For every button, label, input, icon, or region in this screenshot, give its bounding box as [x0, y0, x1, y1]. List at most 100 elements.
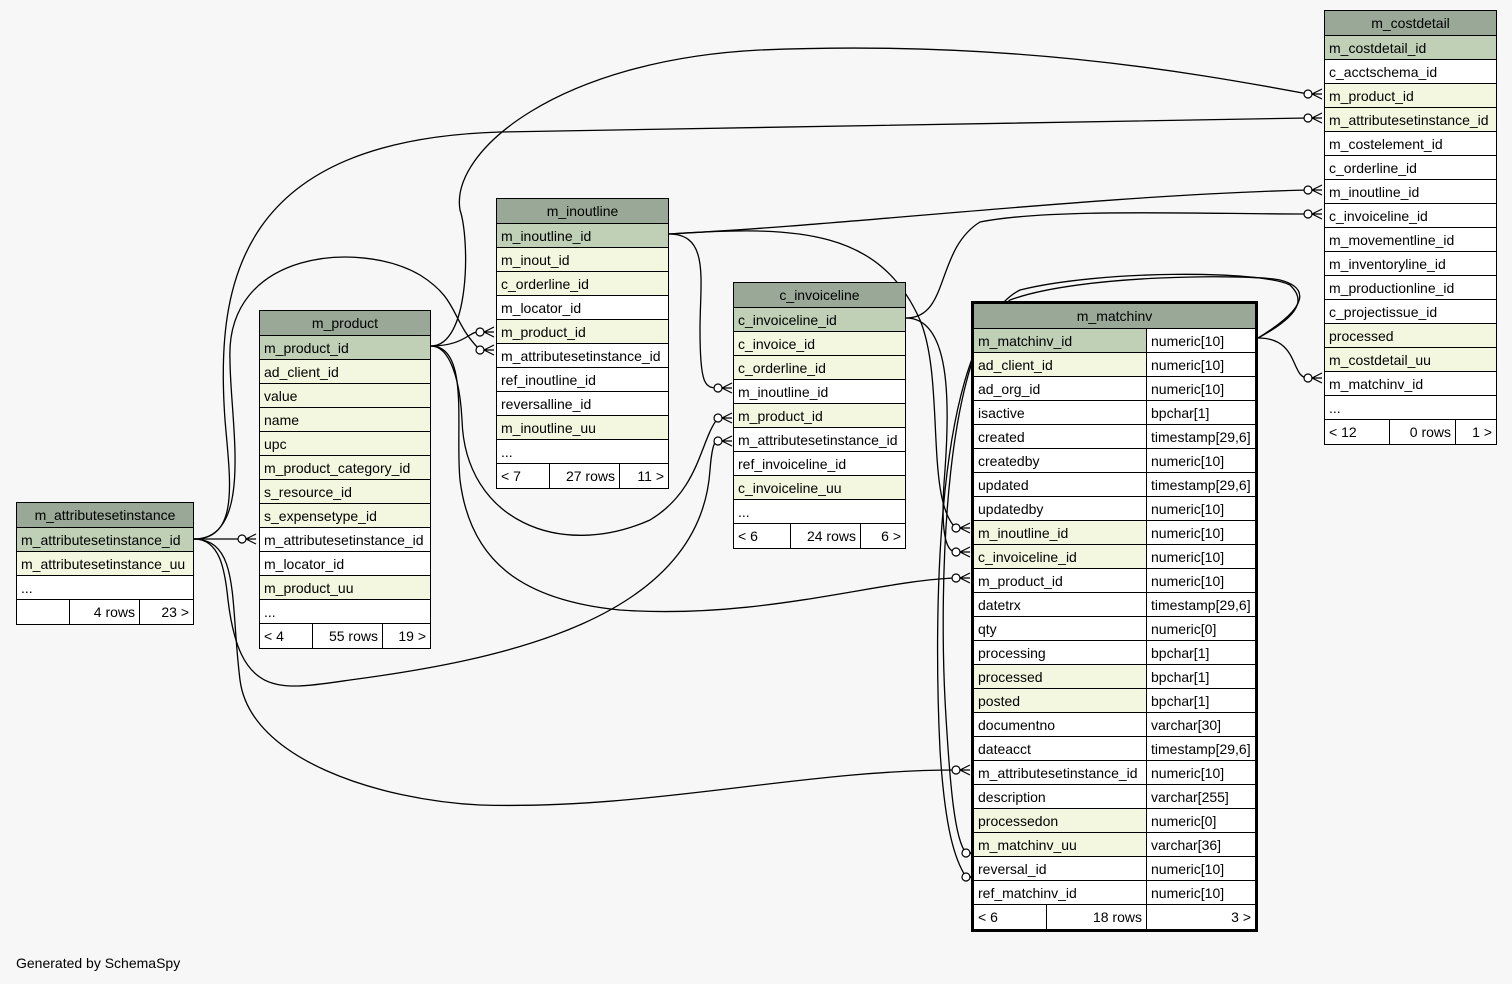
cardinality-marker: [961, 872, 971, 882]
column-name: posted: [978, 693, 1021, 709]
column-row[interactable]: s_resource_id: [260, 480, 430, 504]
column-name: ad_org_id: [978, 381, 1041, 397]
column-row[interactable]: m_product_category_id: [260, 456, 430, 480]
column-name: m_movementline_id: [1329, 232, 1455, 248]
column-row[interactable]: m_matchinv_id: [1325, 372, 1496, 396]
column-row[interactable]: ...: [260, 600, 430, 624]
footer-children: 1 >: [1455, 420, 1496, 444]
column-row[interactable]: name: [260, 408, 430, 432]
column-name: m_matchinv_id: [978, 333, 1073, 349]
column-row[interactable]: m_attributesetinstance_uu: [17, 552, 193, 576]
column-row[interactable]: c_invoiceline_id: [734, 308, 905, 332]
column-name: reversalline_id: [501, 396, 592, 412]
cardinality-marker: [951, 547, 961, 557]
column-row[interactable]: m_product_id: [497, 320, 668, 344]
column-row[interactable]: c_invoiceline_uu: [734, 476, 905, 500]
column-row[interactable]: m_attributesetinstance_id: [260, 528, 430, 552]
column-row[interactable]: ad_client_id: [260, 360, 430, 384]
column-row[interactable]: m_inoutline_id: [497, 224, 668, 248]
column-row[interactable]: m_movementline_id: [1325, 228, 1496, 252]
column-row[interactable]: m_attributesetinstance_id: [497, 344, 668, 368]
column-row[interactable]: ref_invoiceline_id: [734, 452, 905, 476]
column-row[interactable]: c_orderline_id: [734, 356, 905, 380]
column-row[interactable]: m_inoutline_uu: [497, 416, 668, 440]
column-row[interactable]: reversalline_id: [497, 392, 668, 416]
column-row[interactable]: m_product_id: [260, 336, 430, 360]
column-type: numeric[0]: [1146, 617, 1255, 640]
column-name: m_inoutline_id: [501, 228, 592, 244]
column-type: bpchar[1]: [1146, 641, 1255, 664]
column-row[interactable]: m_inout_id: [497, 248, 668, 272]
column-row[interactable]: m_costdetail_id: [1325, 36, 1496, 60]
column-row[interactable]: m_product_uu: [260, 576, 430, 600]
column-row[interactable]: m_costdetail_uu: [1325, 348, 1496, 372]
cardinality-marker: [951, 765, 961, 775]
column-row[interactable]: ...: [17, 576, 193, 600]
column-row[interactable]: m_costelement_id: [1325, 132, 1496, 156]
column-row[interactable]: processed: [1325, 324, 1496, 348]
column-row[interactable]: m_locator_id: [497, 296, 668, 320]
column-row[interactable]: ref_inoutline_id: [497, 368, 668, 392]
column-row[interactable]: c_invoice_id: [734, 332, 905, 356]
column-row[interactable]: m_attributesetinstance_id: [1325, 108, 1496, 132]
column-row[interactable]: posted bpchar[1]: [974, 689, 1255, 713]
column-name: processedon: [978, 813, 1059, 829]
column-row[interactable]: ...: [734, 500, 905, 524]
column-row[interactable]: upc: [260, 432, 430, 456]
crowfoot-marker: [721, 382, 733, 394]
column-row[interactable]: m_attributesetinstance_id: [734, 428, 905, 452]
column-name: m_inventoryline_id: [1329, 256, 1446, 272]
column-row[interactable]: m_inoutline_id: [1325, 180, 1496, 204]
column-row[interactable]: c_invoiceline_id: [1325, 204, 1496, 228]
column-name: ref_matchinv_id: [978, 885, 1077, 901]
column-row[interactable]: c_acctschema_id: [1325, 60, 1496, 84]
column-row[interactable]: s_expensetype_id: [260, 504, 430, 528]
column-row[interactable]: ...: [497, 440, 668, 464]
column-row[interactable]: m_productionline_id: [1325, 276, 1496, 300]
column-row[interactable]: value: [260, 384, 430, 408]
column-row[interactable]: c_orderline_id: [1325, 156, 1496, 180]
column-row[interactable]: m_locator_id: [260, 552, 430, 576]
crowfoot-marker: [483, 326, 495, 338]
column-row[interactable]: m_attributesetinstance_id: [17, 528, 193, 552]
column-row[interactable]: m_product_id: [1325, 84, 1496, 108]
column-type: bpchar[1]: [1146, 689, 1255, 712]
column-row[interactable]: ...: [1325, 396, 1496, 420]
column-row[interactable]: m_inventoryline_id: [1325, 252, 1496, 276]
column-row[interactable]: m_inoutline_id: [734, 380, 905, 404]
column-row[interactable]: m_product_id: [734, 404, 905, 428]
crowfoot-marker: [959, 546, 971, 558]
column-row[interactable]: c_projectissue_id: [1325, 300, 1496, 324]
column-row[interactable]: c_orderline_id: [497, 272, 668, 296]
